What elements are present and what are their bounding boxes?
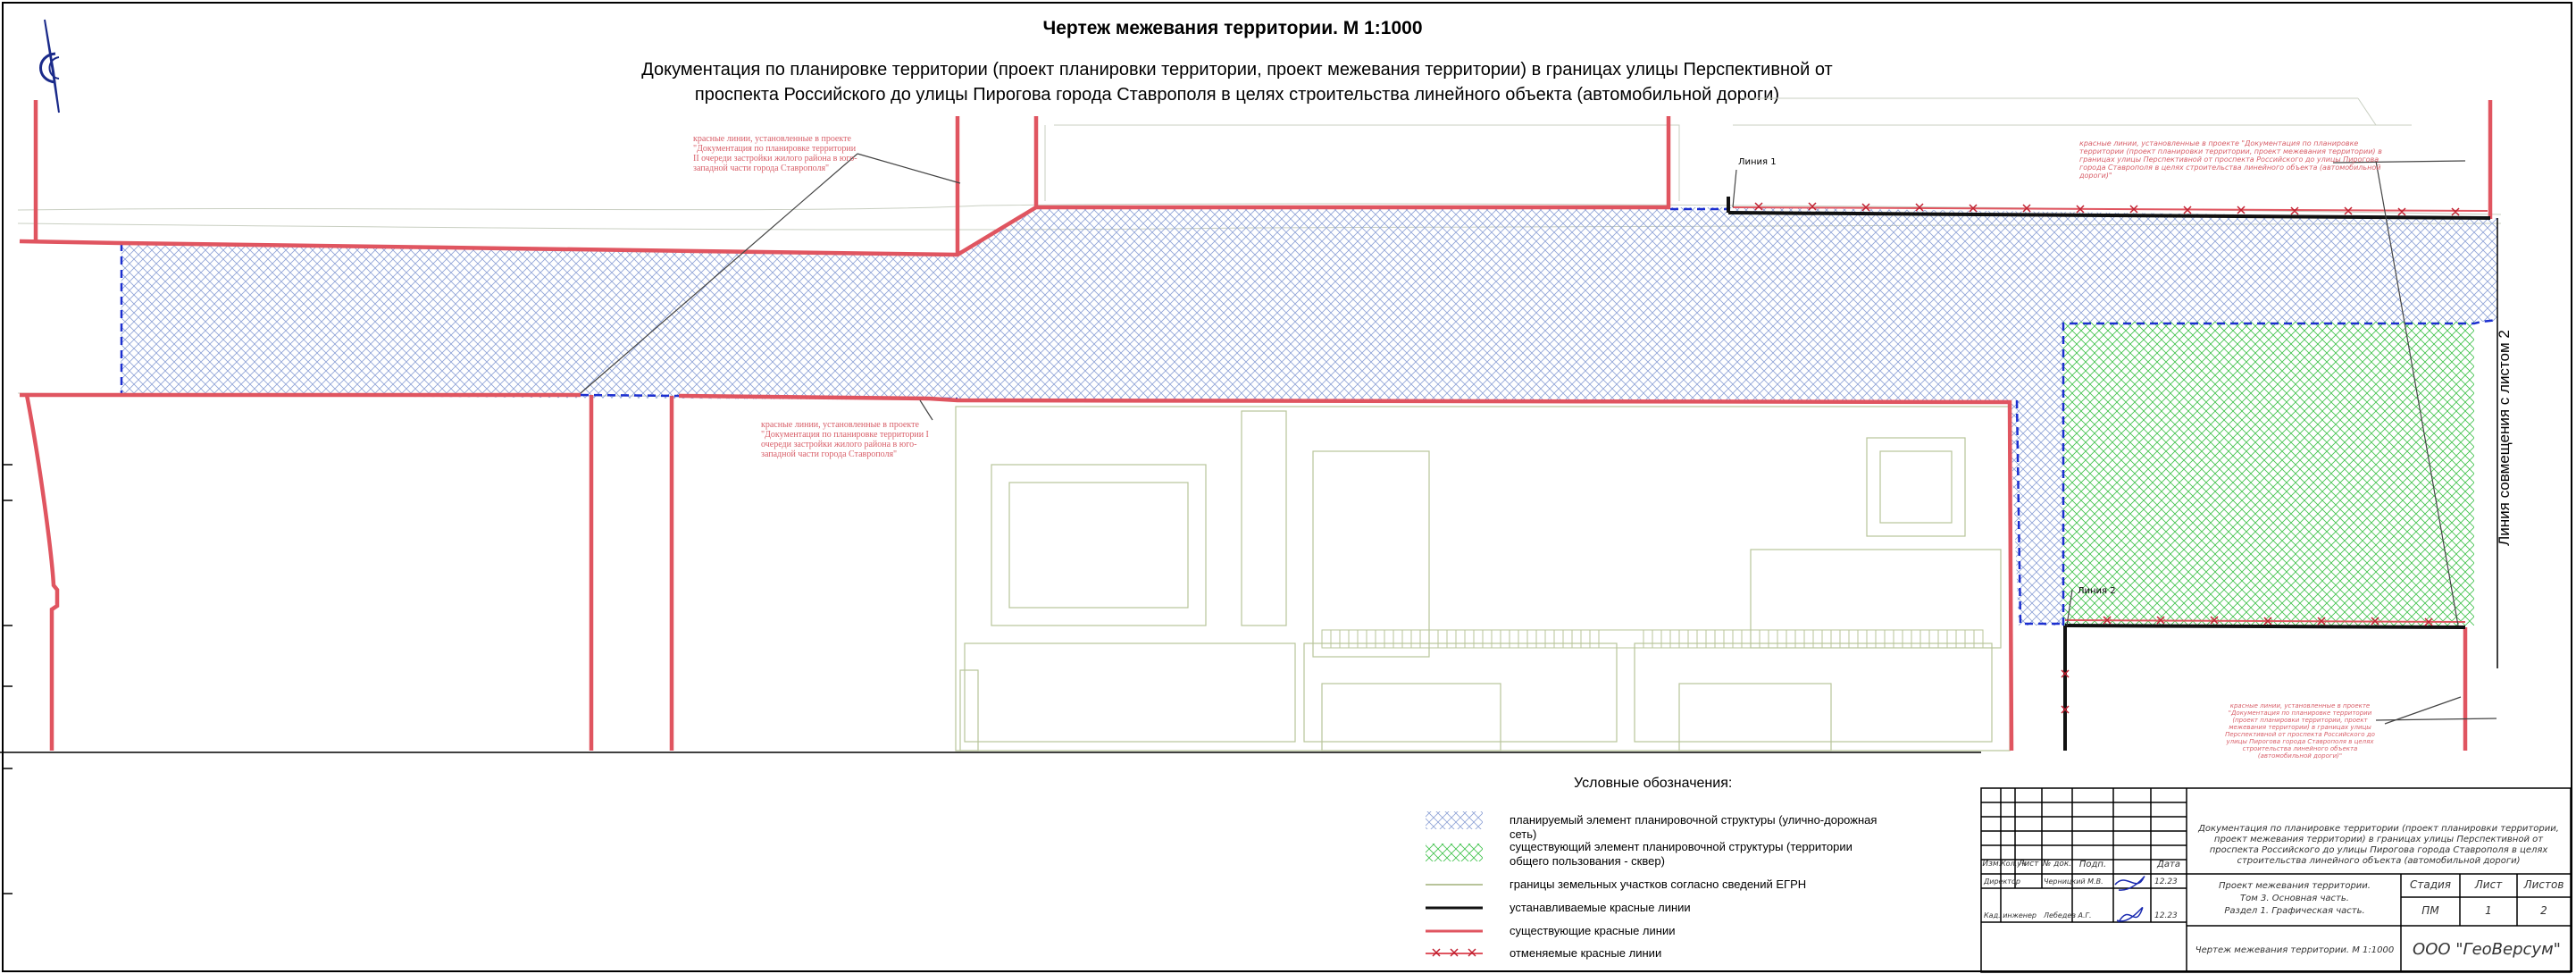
drawing-title: Чертеж межевания территории. М 1:1000	[1042, 18, 1423, 38]
stamp-row2-date: 12.23	[2154, 911, 2178, 920]
stamp-grid	[1980, 787, 2572, 973]
signature-marks	[2114, 876, 2145, 923]
north-arrow-icon	[39, 19, 60, 113]
legend-item-egrn-parcels: границы земельных участков согласно свед…	[1510, 877, 1807, 891]
stamp-sheets-header: Листов	[2523, 878, 2564, 891]
stamp-sheet-title-3: Раздел 1. Графическая часть.	[2224, 906, 2365, 916]
drawing-subtitle: Документация по планировке территории (п…	[607, 57, 1867, 107]
note-left-top: красные линии, установленные в проекте "…	[693, 134, 857, 173]
stamp-header-data: Дата	[2157, 860, 2180, 869]
stamp-row2-name: Лебедев А.Г.	[2044, 911, 2092, 919]
stamp-header-izm: Изм.	[1982, 860, 2002, 869]
legend-item-planned-street: планируемый элемент планировочной структ…	[1510, 813, 1878, 841]
stamp-company: ООО "ГеоВерсум"	[2413, 940, 2561, 959]
side-marks	[0, 218, 2498, 894]
established-black-lines	[1727, 197, 2491, 751]
legend-item-established-lines: устанавливаемые красные линии	[1510, 901, 1691, 914]
stamp-sheets-value: 2	[2540, 904, 2547, 917]
sheet-join-text: Линия совмещения с листом 2	[2496, 330, 2513, 546]
stamp-header-podp: Подп.	[2078, 860, 2107, 869]
stamp-sheet-header: Лист	[2474, 878, 2503, 891]
cadastral-parcels	[955, 406, 2011, 751]
legend-item-cancelled-lines: отменяемые красные линии	[1510, 946, 1662, 960]
line-tag-1: Линия 1	[1738, 157, 1777, 167]
stamp-header-list: Лист	[2018, 860, 2039, 869]
stamp-row1-role: Директор	[1984, 877, 2020, 886]
leader-lines	[580, 153, 2497, 725]
stamp-sheet-title-1: Проект межевания территории.	[2219, 881, 2371, 891]
building-stripes	[1321, 629, 1984, 649]
stamp-drawing-name: Чертеж межевания территории. М 1:1000	[2195, 945, 2395, 955]
stamp-row1-date: 12.23	[2154, 877, 2178, 886]
legend-item-existing-square: существующий элемент планировочной струк…	[1510, 840, 1853, 868]
drawing-subtitle-line2: проспекта Российского до улицы Пирогова …	[694, 85, 1780, 105]
stamp-header-ndoc: № док.	[2042, 860, 2072, 869]
stamp-sheet-title-2: Том 3. Основная часть.	[2240, 894, 2349, 903]
note-left-bottom: красные линии, установленные в проекте "…	[761, 420, 929, 459]
existing-red-lines	[19, 100, 2493, 751]
stamp-stage-value: ПМ	[2421, 904, 2439, 917]
stamp-stage-header: Стадия	[2409, 878, 2452, 891]
planned-street-area	[121, 207, 2497, 626]
line-tag-2: Линия 2	[2078, 586, 2116, 596]
stamp-sheet-value: 1	[2485, 904, 2492, 917]
stamp-doc-title: Документация по планировке территории (п…	[2198, 824, 2559, 866]
sheet-join-label: Линия совмещения с листом 2	[2496, 322, 2513, 554]
cancelled-red-lines	[1732, 202, 2488, 714]
existing-square-area	[2063, 322, 2474, 626]
stamp-header-koluch: Кол.уч	[2001, 860, 2026, 868]
note-right-top: красные линии, установленные в проекте "…	[2079, 139, 2382, 180]
legend-item-existing-lines: существующие красные линии	[1510, 924, 1676, 937]
note-right-bottom: красные линии, установленные в проекте "…	[2225, 702, 2375, 760]
legend-samples	[1426, 811, 1483, 957]
stamp-row1-name: Черницкий М.В.	[2044, 877, 2103, 886]
stamp-row2-role: Кад. инженер	[1984, 911, 2037, 919]
legend-title: Условные обозначения:	[1574, 776, 1733, 791]
drawing-subtitle-line1: Документация по планировке территории (п…	[641, 60, 1833, 80]
